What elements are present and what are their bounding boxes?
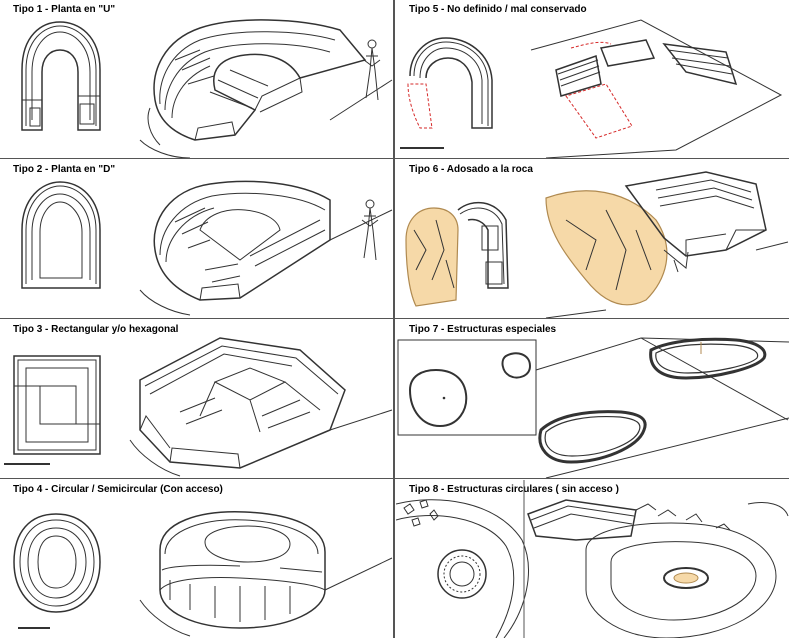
- panel-tipo-3: Tipo 3 - Rectangular y/o hexagonal: [0, 320, 393, 478]
- panel-title: Tipo 2 - Planta en "D": [13, 164, 116, 175]
- panel-title: Tipo 1 - Planta en "U": [13, 4, 116, 15]
- panel-tipo-4: Tipo 4 - Circular / Semicircular (Con ac…: [0, 480, 393, 638]
- tipo-3-drawing: [4, 337, 393, 477]
- panel-tipo-2: Tipo 2 - Planta en "D": [0, 160, 393, 318]
- tipo-8-drawing: [396, 480, 789, 638]
- panel-title: Tipo 6 - Adosado a la roca: [409, 164, 533, 175]
- panel-title: Tipo 4 - Circular / Semicircular (Con ac…: [13, 484, 223, 495]
- panel-title: Tipo 3 - Rectangular y/o hexagonal: [13, 324, 179, 335]
- panel-tipo-6: Tipo 6 - Adosado a la roca: [396, 160, 789, 318]
- tipo-4-drawing: [13, 511, 393, 637]
- panel-tipo-7: Tipo 7 - Estructuras especiales: [396, 320, 789, 478]
- column-divider: [393, 0, 395, 638]
- panel-tipo-1: Tipo 1 - Planta en "U": [0, 0, 393, 158]
- tipo-2-drawing: [21, 180, 393, 316]
- row-divider: [0, 158, 789, 159]
- tipo-6-drawing: [405, 171, 789, 318]
- panel-title: Tipo 7 - Estructuras especiales: [409, 324, 557, 335]
- panel-title: Tipo 5 - No definido / mal conservado: [409, 4, 587, 15]
- tipo-1-drawing: [21, 19, 393, 158]
- row-divider: [0, 478, 789, 479]
- row-divider: [0, 318, 789, 319]
- tipo-7-drawing: [397, 337, 789, 478]
- panel-tipo-5: Tipo 5 - No definido / mal conservado: [396, 0, 789, 158]
- panel-tipo-8: Tipo 8 - Estructuras circulares ( sin ac…: [396, 480, 789, 638]
- tipo-5-drawing: [400, 19, 783, 158]
- panel-title: Tipo 8 - Estructuras circulares ( sin ac…: [409, 484, 619, 495]
